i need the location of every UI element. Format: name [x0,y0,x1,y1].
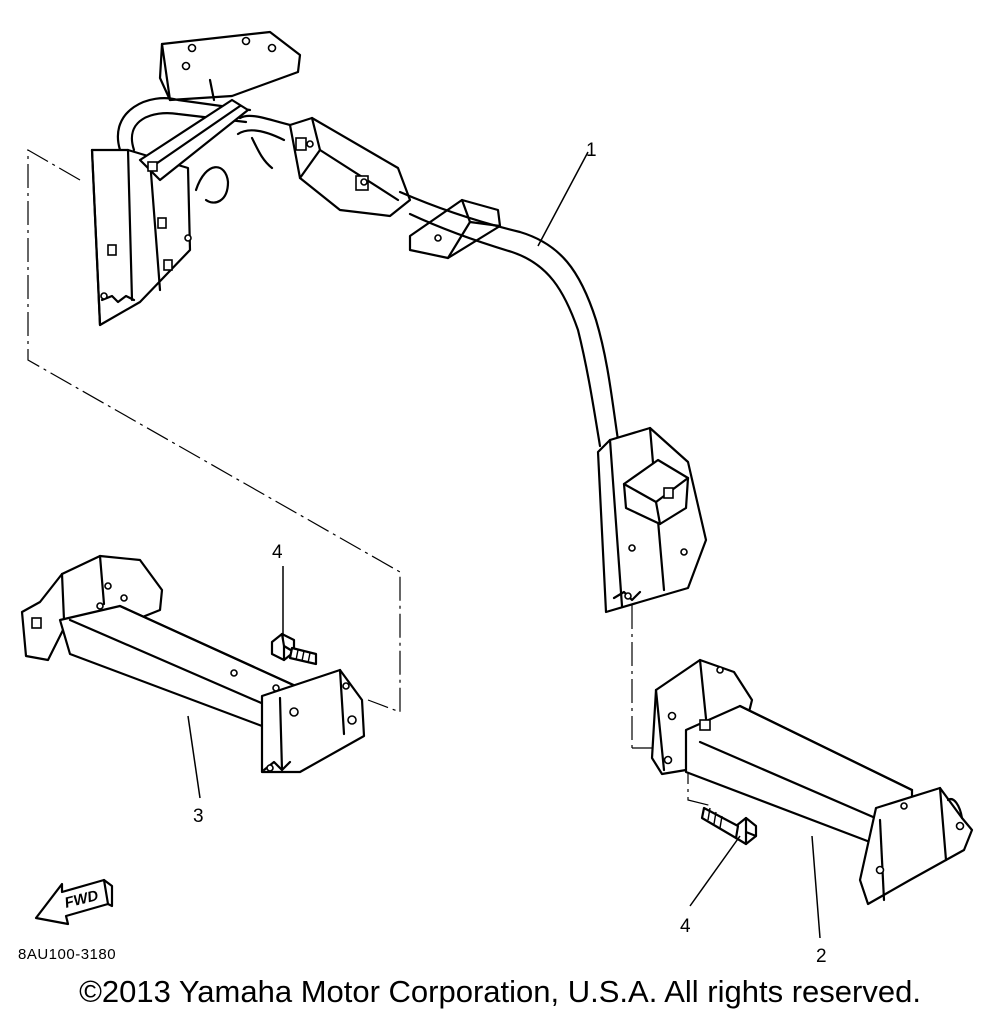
part-3-crossmember [20,554,366,774]
part-1-rail-bracket [90,30,708,614]
part-2-crossmember [650,658,974,906]
part-4-bolt-lower [700,806,758,846]
callout-3: 3 [193,806,204,827]
fwd-arrow-icon: FWD [34,878,114,926]
part-4-bolt-upper [270,632,318,666]
callout-1: 1 [586,140,597,161]
callout-4-upper: 4 [272,542,283,563]
callout-2: 2 [816,946,827,967]
leader-lines [187,151,821,939]
figure-code: 8AU100-3180 [18,946,117,963]
callout-4-lower: 4 [680,916,691,937]
copyright-notice: ©2013 Yamaha Motor Corporation, U.S.A. A… [79,974,921,1009]
